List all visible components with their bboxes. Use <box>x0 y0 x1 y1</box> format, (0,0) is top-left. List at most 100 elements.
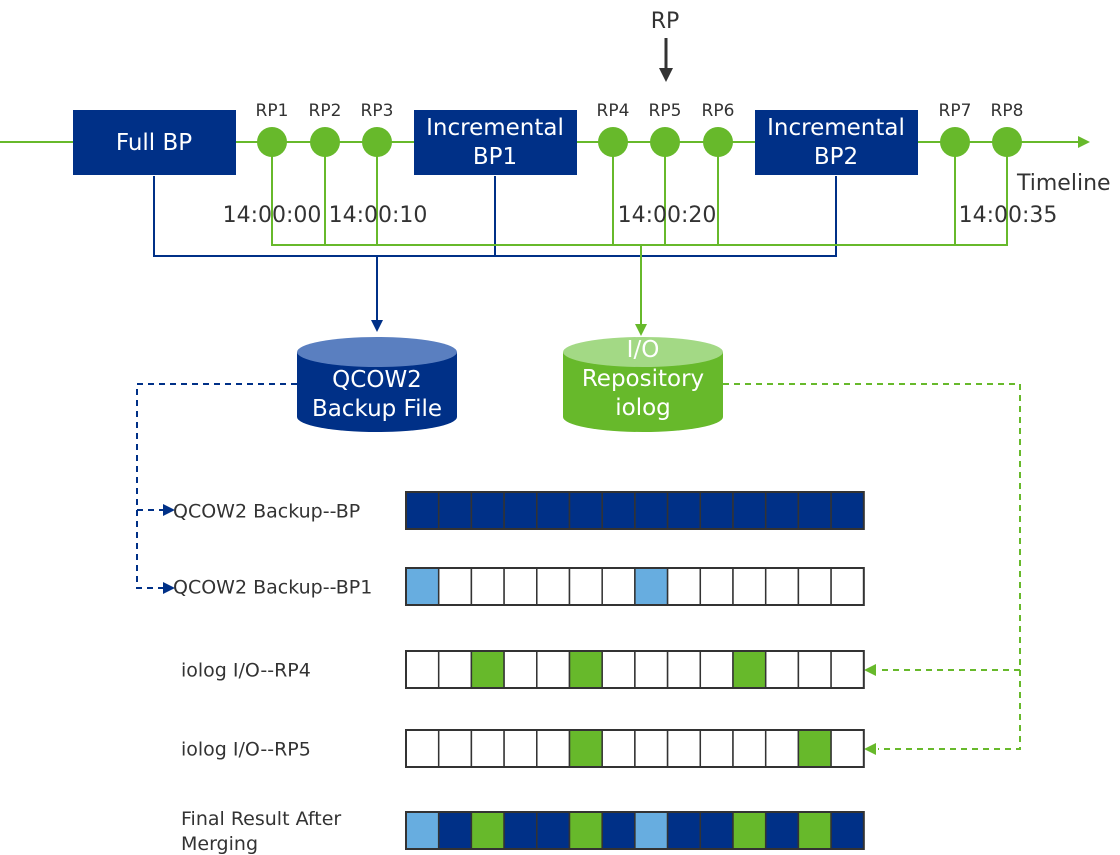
row-3-cell-9 <box>666 650 702 689</box>
row-3-cell-3 <box>470 650 505 689</box>
row-3-cell-13 <box>797 650 832 689</box>
incremental-bp1-label-line2: BP1 <box>473 144 517 170</box>
row-2-cell-4 <box>503 567 538 606</box>
row-1-cell-5 <box>536 491 571 530</box>
row-3-cell-6 <box>568 650 603 689</box>
row-3-cell-11 <box>732 650 767 689</box>
incremental-bp2-box: Incremental BP2 <box>755 110 918 175</box>
timestamp-4: 14:00:35 <box>959 203 1058 228</box>
row-2-cell-9 <box>666 567 702 606</box>
row-3-cell-8 <box>634 650 669 689</box>
row-3-cell-14 <box>830 650 865 689</box>
rp-dot-4 <box>598 127 628 157</box>
row-label-5-line-1: Final Result After <box>181 808 341 830</box>
timestamp-1: 14:00:00 <box>223 203 322 228</box>
qcow2-label-line1: QCOW2 <box>332 367 422 393</box>
row-2-cell-7 <box>601 567 636 606</box>
row-4-cell-5 <box>536 729 571 768</box>
row-2-cell-2 <box>437 567 473 606</box>
timestamp-3: 14:00:20 <box>618 203 717 228</box>
row-1-cell-14 <box>830 491 865 530</box>
qcow2-backup-file-cylinder: QCOW2 Backup File <box>297 337 457 432</box>
incremental-bp1-label-line1: Incremental <box>426 115 564 141</box>
row-4-cell-10 <box>699 729 734 768</box>
row-1-cell-8 <box>634 491 669 530</box>
row-3-cell-12 <box>764 650 800 689</box>
row-2-cell-14 <box>830 567 865 606</box>
row-3-outline <box>405 650 865 689</box>
row-label-4-line-1: iolog I/O--RP5 <box>181 739 311 761</box>
rp-dot-2 <box>310 127 340 157</box>
row-4-cell-6 <box>568 729 603 768</box>
row-4-cell-7 <box>601 729 636 768</box>
row-1-cell-10 <box>699 491 734 530</box>
row-1-cell-6 <box>568 491 603 530</box>
rp-dot-3 <box>362 127 392 157</box>
row-1-cell-7 <box>601 491 636 530</box>
timeline-label: Timeline <box>1016 171 1111 196</box>
row-3-cell-5 <box>536 650 571 689</box>
row-1-cell-2 <box>437 491 473 530</box>
row-5-cell-5 <box>536 811 571 850</box>
qcow2-dashed-connector <box>136 383 297 589</box>
row-1-cell-12 <box>764 491 800 530</box>
row-5-outline <box>405 811 865 850</box>
rp-marker-label: RP <box>651 9 680 34</box>
row-4-cell-1 <box>405 729 440 768</box>
iolog-label-line1: I/O <box>627 337 660 363</box>
row-2-cell-13 <box>797 567 832 606</box>
row-2-outline <box>405 567 865 606</box>
rp-dot-7 <box>940 127 970 157</box>
rp-marker-arrow-head <box>659 68 673 82</box>
row-4-cell-12 <box>764 729 800 768</box>
row-2-cell-5 <box>536 567 571 606</box>
row-5-cell-2 <box>437 811 473 850</box>
rp-dot-6 <box>703 127 733 157</box>
rp-dot-8 <box>992 127 1022 157</box>
full-bp-label: Full BP <box>116 130 192 156</box>
backup-connector-lines <box>153 176 837 332</box>
row-4-cell-2 <box>437 729 473 768</box>
row-label-2-line-1: QCOW2 Backup--BP1 <box>173 577 372 599</box>
row-4-cell-9 <box>666 729 702 768</box>
row-1-cell-4 <box>503 491 538 530</box>
row-4-cell-11 <box>732 729 767 768</box>
row-5-cell-10 <box>699 811 734 850</box>
timeline-arrow-head <box>1078 136 1090 148</box>
row-5-cell-11 <box>732 811 767 850</box>
row-2-cell-8 <box>634 567 669 606</box>
row-5-cell-14 <box>830 811 865 850</box>
row-5-cell-12 <box>764 811 800 850</box>
row-1-cell-13 <box>797 491 832 530</box>
qcow2-arrow-bp <box>163 504 175 516</box>
rp-label-2: RP2 <box>309 101 342 121</box>
row-4-cell-3 <box>470 729 505 768</box>
row-3-cell-2 <box>437 650 473 689</box>
row-label-5-line-2: Merging <box>181 833 258 855</box>
row-3-cell-4 <box>503 650 538 689</box>
incremental-bp2-label-line2: BP2 <box>814 144 858 170</box>
row-3-cell-1 <box>405 650 440 689</box>
rp-dot-5 <box>650 127 680 157</box>
row-1-cell-9 <box>666 491 702 530</box>
incremental-bp1-box: Incremental BP1 <box>414 110 577 175</box>
row-1-cell-11 <box>732 491 767 530</box>
row-4-outline <box>405 729 865 768</box>
row-2-cell-1 <box>405 567 440 606</box>
row-4-cell-8 <box>634 729 669 768</box>
row-4-cell-13 <box>797 729 832 768</box>
rp-label-8: RP8 <box>991 101 1024 121</box>
qcow2-label-line2: Backup File <box>312 396 442 422</box>
row-label-3-line-1: iolog I/O--RP4 <box>181 660 311 682</box>
row-5-cell-1 <box>405 811 440 850</box>
rp-dot-1 <box>257 127 287 157</box>
row-5-cell-7 <box>601 811 636 850</box>
row-3-cell-10 <box>699 650 734 689</box>
row-1-cell-3 <box>470 491 505 530</box>
rp-label-1: RP1 <box>256 101 289 121</box>
row-5-cell-6 <box>568 811 603 850</box>
row-1-outline <box>405 491 865 530</box>
